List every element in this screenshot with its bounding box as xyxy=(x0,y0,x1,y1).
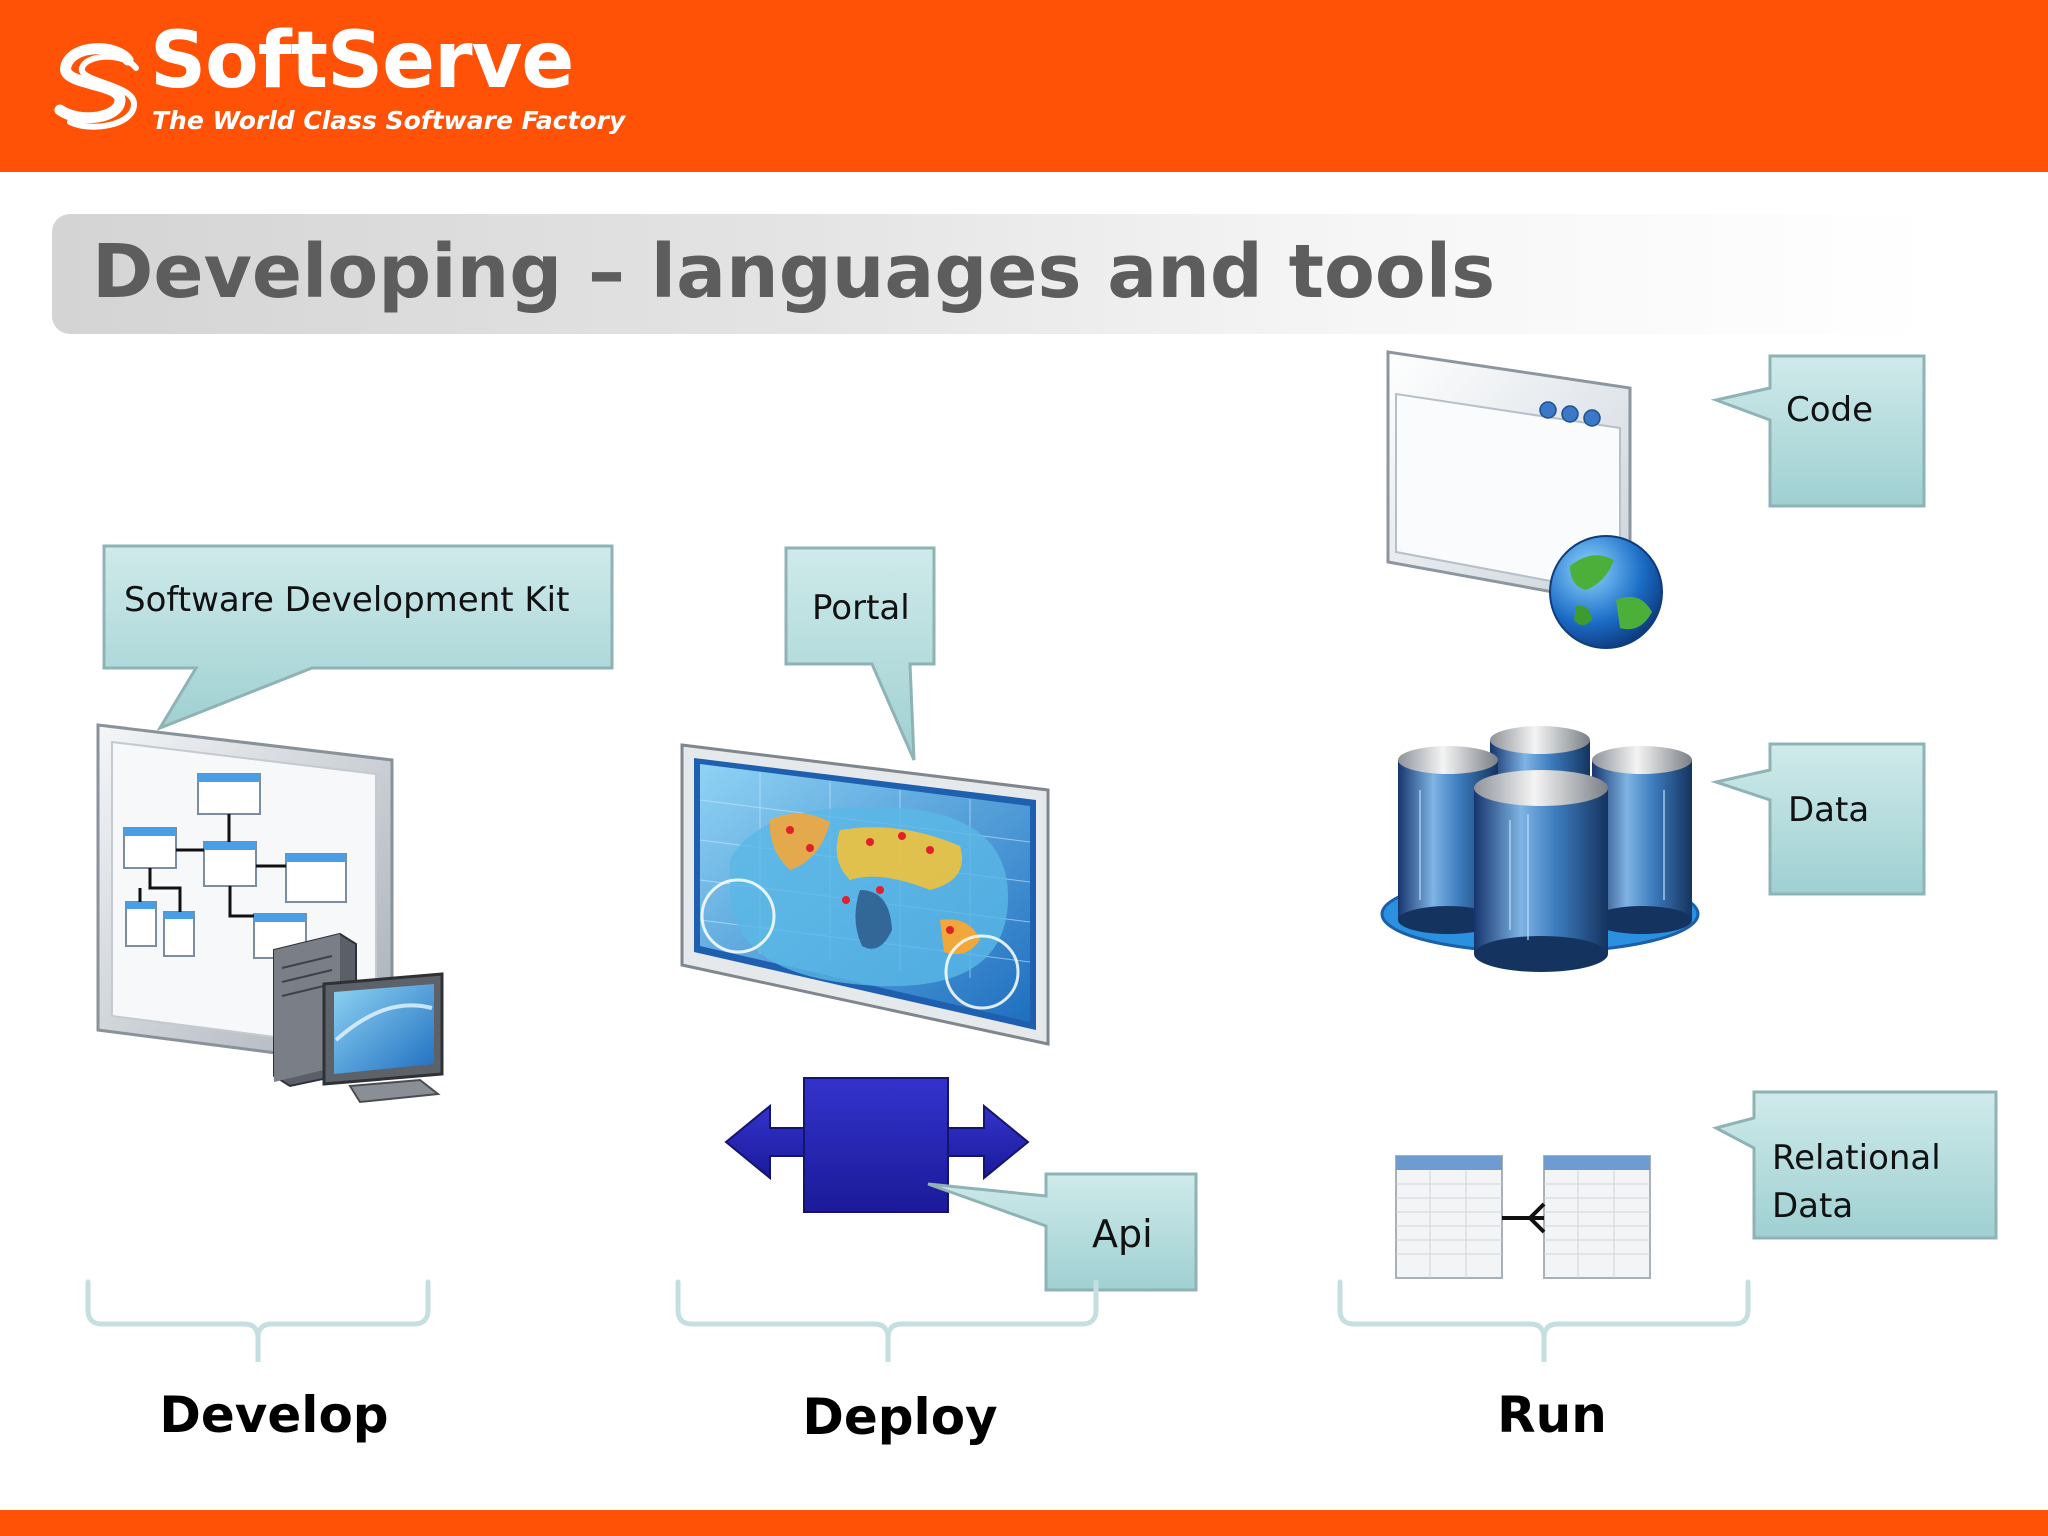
database-cylinders-icon xyxy=(1380,726,1700,972)
browser-window-globe-icon xyxy=(1386,350,1663,649)
run-bracket xyxy=(1337,1279,1751,1362)
header-bar: SoftServe The World Class Software Facto… xyxy=(0,0,2048,172)
stage-label-develop: Develop xyxy=(159,1386,389,1444)
relational-callout-line1: Relational xyxy=(1772,1138,1941,1178)
code-callout xyxy=(1710,354,1926,508)
brand-name: SoftServe xyxy=(150,16,574,106)
develop-bracket xyxy=(85,1279,431,1362)
api-callout xyxy=(927,1172,1198,1292)
footer-bar xyxy=(0,1510,2048,1536)
stage-label-run: Run xyxy=(1497,1386,1607,1444)
world-map-screen-icon xyxy=(680,743,1050,1046)
relational-tables-icon xyxy=(1395,1155,1651,1279)
title-band xyxy=(52,214,1932,334)
deploy-bracket xyxy=(675,1279,1099,1362)
api-callout-label: Api xyxy=(1092,1212,1153,1256)
sdk-callout-label: Software Development Kit xyxy=(124,580,570,620)
data-callout-label: Data xyxy=(1788,790,1870,830)
stage-label-deploy: Deploy xyxy=(802,1388,998,1446)
brand-tagline: The World Class Software Factory xyxy=(152,106,626,135)
code-callout-label: Code xyxy=(1786,390,1874,430)
bidirectional-arrow-block-icon xyxy=(724,1077,1030,1213)
relational-data-callout xyxy=(1711,1090,1998,1240)
sdk-callout xyxy=(102,544,614,732)
data-callout xyxy=(1710,742,1926,896)
page-title: Developing – languages and tools xyxy=(92,229,1496,315)
softserve-logo-icon xyxy=(54,43,139,130)
portal-callout-label: Portal xyxy=(812,588,910,628)
relational-callout-line2: Data xyxy=(1772,1186,1854,1226)
sdk-diagram-computer-icon xyxy=(96,723,444,1104)
portal-callout xyxy=(784,546,936,761)
